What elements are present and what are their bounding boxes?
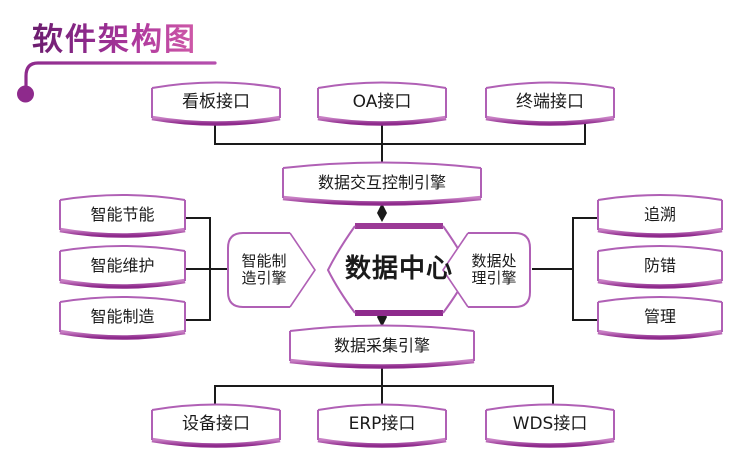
diamond-marker-top <box>377 203 387 222</box>
shape-smart-maintenance[interactable] <box>59 245 186 289</box>
shape-erp-interface[interactable] <box>317 403 447 448</box>
bullet-dot <box>17 85 34 103</box>
shape-management[interactable] <box>597 296 723 340</box>
shape-smart-manufacturing[interactable] <box>59 296 186 340</box>
shape-data-collection-engine[interactable] <box>289 324 475 369</box>
shape-wds-interface[interactable] <box>485 403 615 448</box>
shape-data-processing-engine[interactable] <box>442 231 531 310</box>
shape-error-proofing[interactable] <box>597 245 723 289</box>
title-underline-with-dot <box>17 61 217 103</box>
shape-data-center[interactable] <box>326 223 472 316</box>
shape-traceability[interactable] <box>597 194 723 238</box>
shape-smart-energy-saving[interactable] <box>59 194 186 238</box>
connector-top-bus <box>214 124 586 145</box>
shape-smart-manufacturing-engine[interactable] <box>227 231 316 310</box>
shape-oa-interface[interactable] <box>317 81 447 126</box>
page-title: 软件架构图 <box>32 14 197 59</box>
shape-data-exchange-control-engine[interactable] <box>282 161 482 206</box>
connector-right-bracket <box>572 217 598 321</box>
shape-terminal-interface[interactable] <box>485 81 615 126</box>
shape-kanban-interface[interactable] <box>151 81 281 126</box>
connector-bottom-bus <box>214 385 554 410</box>
shape-device-interface[interactable] <box>151 403 281 448</box>
